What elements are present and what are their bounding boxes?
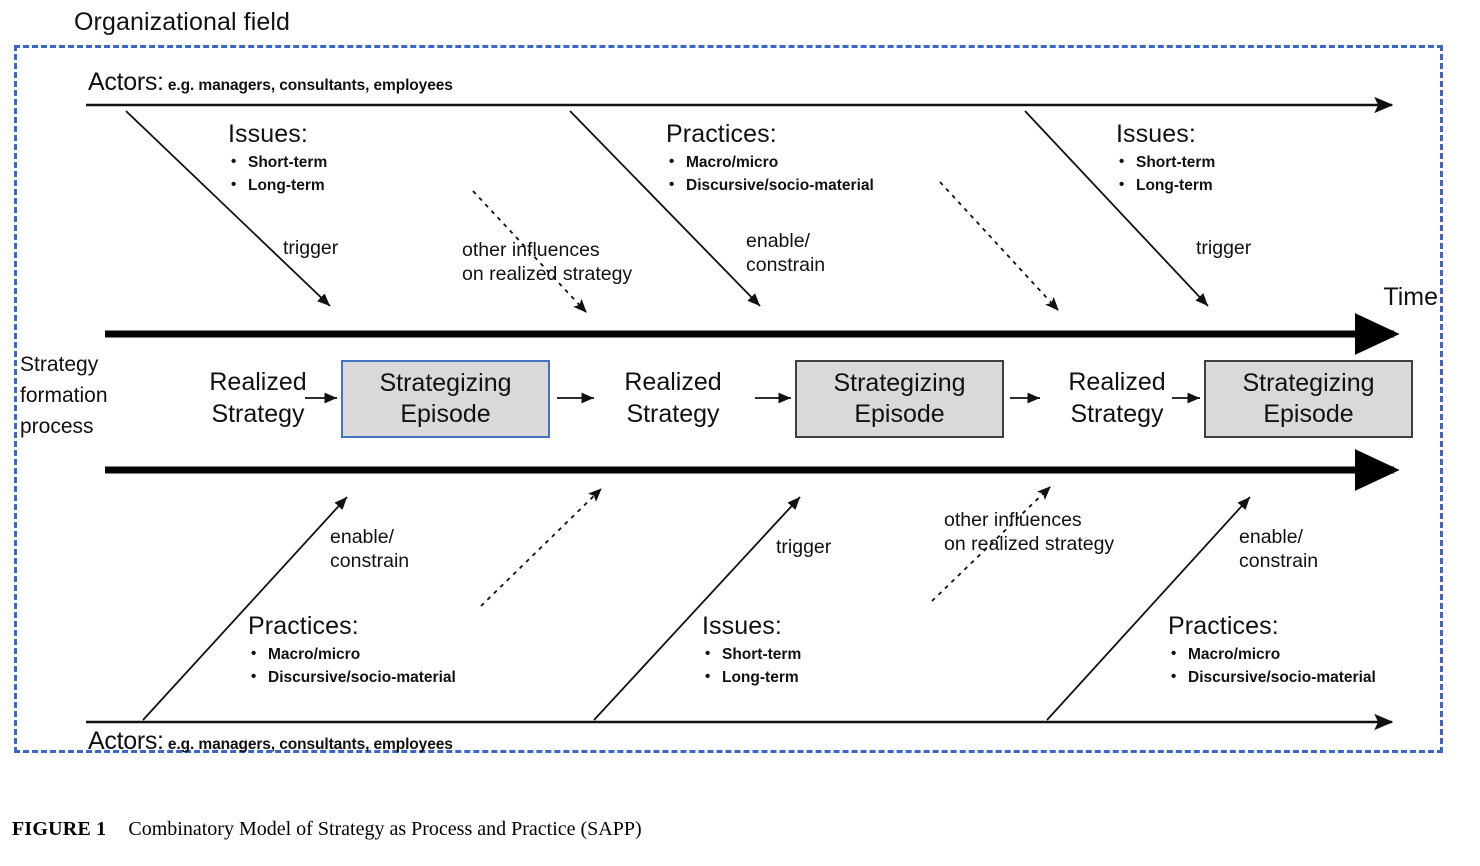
group-list: Short-term Long-term	[228, 150, 327, 197]
actors-bottom: Actors: e.g. managers, consultants, empl…	[88, 727, 453, 756]
label-line: on realized strategy	[944, 533, 1115, 555]
list-item: Short-term	[705, 642, 801, 666]
label-line: other influences	[462, 239, 600, 261]
actors-top-label: Actors:	[88, 68, 164, 96]
time-axis-label: Time	[1383, 283, 1438, 311]
episode-line: Episode	[1263, 400, 1354, 428]
top-group-2: Practices: Macro/micro Discursive/socio-…	[666, 120, 874, 197]
realized-strategy-2: Realized Strategy	[600, 366, 746, 430]
episode-line: Strategizing	[833, 369, 966, 397]
group-list: Macro/micro Discursive/socio-material	[248, 642, 456, 689]
episode-text: Strategizing Episode	[1242, 368, 1374, 430]
actors-top: Actors: e.g. managers, consultants, empl…	[88, 68, 453, 97]
bottom-group-2: Issues: Short-term Long-term	[702, 612, 801, 689]
bottom-group-3: Practices: Macro/micro Discursive/socio-…	[1168, 612, 1376, 689]
group-heading: Issues:	[702, 612, 782, 640]
label-line: other influences	[944, 509, 1082, 531]
list-item: Discursive/socio-material	[251, 665, 456, 689]
list-item: Discursive/socio-material	[1171, 665, 1376, 689]
strategizing-episode-2[interactable]: Strategizing Episode	[795, 360, 1004, 438]
realized-strategy-line: Realized	[624, 368, 722, 396]
figure-caption: FIGURE 1 Combinatory Model of Strategy as…	[12, 818, 642, 841]
realized-strategy-line: Strategy	[626, 400, 720, 428]
episode-line: Episode	[854, 400, 945, 428]
label-line: on realized strategy	[462, 263, 633, 285]
top-group-1: Issues: Short-term Long-term	[228, 120, 327, 197]
bottom-group-1: Practices: Macro/micro Discursive/socio-…	[248, 612, 456, 689]
label-line: enable/	[330, 526, 394, 548]
label-line: enable/	[1239, 526, 1303, 548]
label-line: trigger	[283, 237, 339, 259]
list-item: Discursive/socio-material	[669, 173, 874, 197]
actors-bottom-detail: e.g. managers, consultants, employees	[167, 736, 453, 753]
realized-strategy-line: Realized	[1068, 368, 1166, 396]
group-list: Macro/micro Discursive/socio-material	[1168, 642, 1376, 689]
group-heading: Practices:	[666, 120, 777, 148]
group-list: Short-term Long-term	[1116, 150, 1215, 197]
group-list: Short-term Long-term	[702, 642, 801, 689]
top-arrow-label-trigger-1: trigger	[283, 236, 338, 260]
organizational-field-title: Organizational field	[74, 8, 291, 36]
process-label-line: formation	[20, 384, 108, 407]
bottom-arrow-label-enable-2: enable/ constrain	[1239, 525, 1318, 573]
episode-text: Strategizing Episode	[833, 368, 965, 430]
label-line: constrain	[746, 254, 826, 276]
process-label-line: Strategy	[20, 353, 99, 376]
label-line: trigger	[776, 536, 832, 558]
group-list: Macro/micro Discursive/socio-material	[666, 150, 874, 197]
episode-line: Strategizing	[379, 369, 512, 397]
top-arrow-label-trigger-2: trigger	[1196, 236, 1251, 260]
process-label-line: process	[20, 415, 94, 438]
strategizing-episode-1[interactable]: Strategizing Episode	[341, 360, 550, 438]
episode-line: Strategizing	[1242, 369, 1375, 397]
list-item: Long-term	[231, 173, 327, 197]
episode-line: Episode	[400, 400, 491, 428]
list-item: Short-term	[1119, 150, 1215, 174]
top-arrow-label-other-influences: other influences on realized strategy	[462, 238, 632, 286]
top-group-3: Issues: Short-term Long-term	[1116, 120, 1215, 197]
bottom-arrow-label-enable-1: enable/ constrain	[330, 525, 409, 573]
bottom-arrow-label-other-influences: other influences on realized strategy	[944, 508, 1114, 556]
label-line: enable/	[746, 230, 810, 252]
strategizing-episode-3[interactable]: Strategizing Episode	[1204, 360, 1413, 438]
list-item: Short-term	[231, 150, 327, 174]
label-line: constrain	[330, 550, 410, 572]
caption-tag: FIGURE 1	[12, 818, 107, 840]
strategy-formation-process-label: Strategy formation process	[20, 349, 108, 442]
realized-strategy-line: Strategy	[211, 400, 305, 428]
label-line: constrain	[1239, 550, 1319, 572]
list-item: Macro/micro	[669, 150, 874, 174]
caption-text: Combinatory Model of Strategy as Process…	[128, 818, 642, 840]
list-item: Macro/micro	[1171, 642, 1376, 666]
realized-strategy-line: Realized	[209, 368, 307, 396]
realized-strategy-3: Realized Strategy	[1044, 366, 1190, 430]
top-arrow-label-enable-constrain: enable/ constrain	[746, 229, 825, 277]
organizational-field-boundary	[14, 45, 1443, 753]
actors-bottom-label: Actors:	[88, 727, 164, 755]
realized-strategy-1: Realized Strategy	[185, 366, 331, 430]
actors-top-detail: e.g. managers, consultants, employees	[167, 77, 453, 94]
list-item: Long-term	[705, 665, 801, 689]
group-heading: Practices:	[1168, 612, 1279, 640]
label-line: trigger	[1196, 237, 1252, 259]
episode-text: Strategizing Episode	[379, 368, 511, 430]
bottom-arrow-label-trigger: trigger	[776, 535, 831, 559]
realized-strategy-line: Strategy	[1070, 400, 1164, 428]
group-heading: Practices:	[248, 612, 359, 640]
group-heading: Issues:	[1116, 120, 1196, 148]
list-item: Macro/micro	[251, 642, 456, 666]
list-item: Long-term	[1119, 173, 1215, 197]
group-heading: Issues:	[228, 120, 308, 148]
